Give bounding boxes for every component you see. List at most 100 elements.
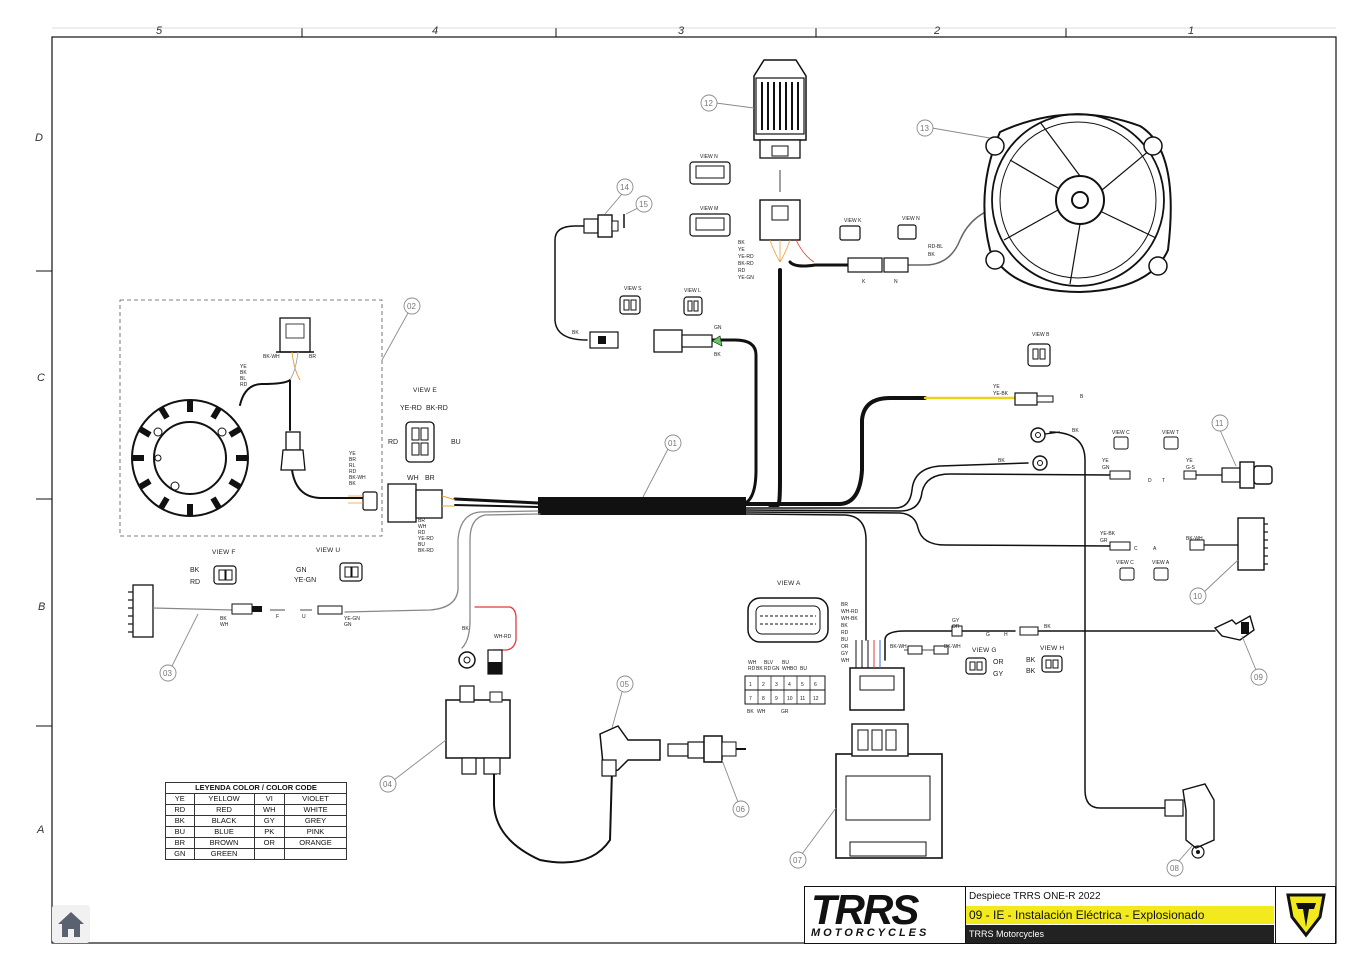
ignition-coil-04: [445, 649, 613, 864]
legend-code: BR: [165, 837, 195, 849]
callout-09: [1241, 635, 1268, 686]
wire-label: GY: [952, 618, 960, 624]
pin-number: 2: [762, 682, 765, 688]
view-n-m-k: VIEW N VIEW M VIEW K VIEW N K N RD-BL BK: [689, 154, 943, 285]
legend-code: WH: [253, 804, 286, 816]
main-harness: [239, 204, 1216, 809]
wire-label: C: [1134, 546, 1138, 552]
wire-label: T: [1162, 478, 1165, 484]
wire-label: BK: [1072, 428, 1079, 434]
wire-label: BK: [240, 370, 247, 376]
wire-label: WH: [220, 622, 229, 628]
view-f: VIEW F BK RD: [190, 549, 237, 586]
view-label: VIEW F: [212, 549, 236, 556]
wire-label: N: [894, 279, 898, 285]
callout-11: [1211, 414, 1237, 467]
legend-code: GN: [165, 848, 195, 860]
legend-color: GREY: [284, 815, 347, 827]
wire-label: BK: [190, 567, 200, 574]
home-button[interactable]: [52, 905, 90, 943]
view-g-h-connectors: BK-WH BK-WH GY OR G H BK VIEW G OR GY VI…: [890, 618, 1064, 678]
wire-label: WH: [418, 524, 427, 530]
grid-col-label: 5: [156, 25, 163, 37]
wire-label: D: [1148, 478, 1152, 484]
view-label: VIEW T: [1162, 430, 1179, 436]
callout-number: 15: [639, 200, 648, 209]
legend-code: OR: [253, 837, 286, 849]
trrs-badge-icon: [1275, 887, 1336, 943]
legend-color: PINK: [284, 826, 347, 838]
ground-terminals: BK BK: [998, 427, 1079, 471]
wire-label: BK: [1026, 668, 1036, 675]
legend-color: BLACK: [193, 815, 255, 827]
home-icon: [58, 912, 84, 937]
wire-label: WH-BK: [841, 616, 858, 622]
callout-number: 01: [668, 439, 677, 448]
pin-number: 4: [788, 682, 791, 688]
wire-label: BU: [451, 439, 461, 446]
wire-label: BK: [462, 626, 469, 632]
pin-number: 7: [749, 696, 752, 702]
view-label: VIEW N: [902, 216, 920, 222]
pinout-label: WH: [757, 709, 766, 715]
wire-label: OR: [841, 644, 849, 650]
legend-row: BU BLUE PK PINK: [165, 826, 347, 838]
callout-04: [379, 739, 447, 793]
wire-label: RD: [190, 579, 200, 586]
pinout-label: GN: [772, 666, 780, 672]
pinout-label: WH: [782, 666, 791, 672]
callout-05: [611, 675, 634, 729]
pin-number: 6: [814, 682, 817, 688]
grid-col-label: 4: [432, 25, 438, 37]
wire-label: YE-GN: [294, 577, 316, 584]
drawing-frame: [51, 36, 1337, 944]
legend-code: YE: [165, 793, 195, 805]
connector-10: YE-BK GR BK-WH C A VIEW C VIEW A: [1100, 517, 1268, 581]
wire-label: BK-WH: [944, 644, 961, 650]
view-label: VIEW L: [684, 288, 701, 294]
view-label: VIEW A: [777, 580, 801, 587]
connector-03: [128, 584, 343, 638]
drawing-company: TRRS Motorcycles: [966, 925, 1274, 943]
wire-label: OR: [993, 659, 1004, 666]
title-block: TRRS MOTORCYCLES Despiece TRRS ONE-R 202…: [804, 886, 1336, 944]
wire-label: BU: [841, 637, 848, 643]
pinout-label: RD: [748, 666, 756, 672]
callout-14: [604, 178, 634, 215]
wire-label: BR: [349, 457, 356, 463]
wire-label: YE: [349, 451, 356, 457]
wire-label: G-S: [1186, 465, 1196, 471]
callout-number: 13: [920, 124, 929, 133]
view-label: VIEW U: [316, 547, 340, 554]
pin-number: 9: [775, 696, 778, 702]
wire-label: BK-WH: [890, 644, 907, 650]
grid-row-label: D: [35, 132, 43, 144]
cooling-fan-13: [983, 113, 1172, 294]
grid-row-label: A: [36, 824, 44, 836]
wire-label: BK: [714, 352, 721, 358]
view-label: VIEW K: [844, 218, 862, 224]
callout-numbers: 01 02 03 04 05 06 07 08 09 10 11 12 13 1…: [163, 99, 1263, 873]
spark-plug-06: [667, 735, 746, 763]
wire-label: RD: [388, 439, 398, 446]
wire-label: G: [986, 632, 990, 638]
callout-10: [1189, 559, 1239, 605]
wire-label: BK: [349, 481, 356, 487]
wire-label: RD: [240, 382, 248, 388]
wire-label: WH-RD: [841, 609, 859, 615]
grid-row-label: C: [37, 372, 45, 384]
view-label: VIEW S: [624, 286, 642, 292]
drawing-title: Despiece TRRS ONE-R 2022: [969, 891, 1101, 902]
wire-label: WH: [841, 658, 850, 664]
view-label: VIEW B: [1032, 332, 1050, 338]
view-u: VIEW U GN YE-GN: [294, 547, 363, 584]
legend-code: VI: [253, 793, 286, 805]
wire-label: WH: [407, 475, 419, 482]
wire-label: RD: [349, 469, 357, 475]
pin-number: 10: [787, 696, 793, 702]
switch-09: [1213, 614, 1255, 641]
callout-number: 05: [620, 680, 629, 689]
pin-number: 12: [813, 696, 819, 702]
legend-row: RD RED WH WHITE: [165, 804, 347, 816]
